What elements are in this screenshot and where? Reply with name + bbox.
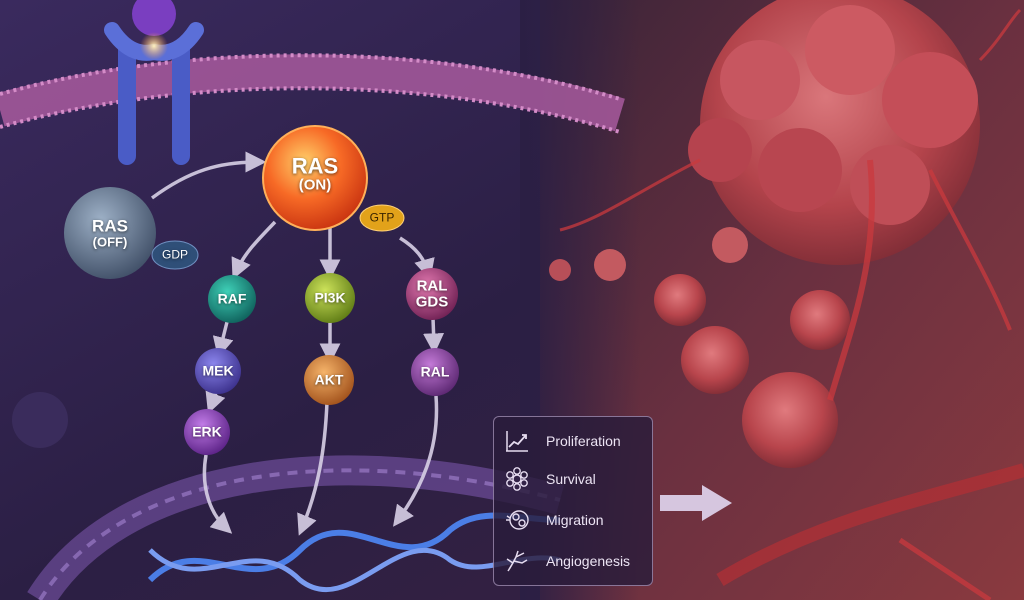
dna-helix bbox=[147, 512, 561, 593]
background-vesicle bbox=[12, 392, 68, 448]
outcome-label: Proliferation bbox=[546, 433, 621, 449]
gtp-label: GTP bbox=[369, 210, 395, 225]
outcome-survival: Survival bbox=[504, 466, 596, 492]
arrow-ralgds-to-ral bbox=[423, 317, 445, 355]
mek-protein bbox=[195, 348, 241, 394]
akt-protein bbox=[304, 355, 354, 405]
blood-vessels bbox=[559, 8, 1024, 600]
outcome-label: Angiogenesis bbox=[546, 553, 631, 569]
cell-cluster-icon bbox=[506, 467, 528, 491]
pi3k-protein bbox=[305, 273, 355, 323]
ralgds-line2: GDS bbox=[415, 293, 449, 310]
arrow-ral-to-dna bbox=[393, 395, 439, 527]
akt-label: AKT bbox=[314, 371, 344, 388]
raf-protein bbox=[208, 275, 256, 323]
ras-off-protein bbox=[64, 187, 156, 279]
ras-on-name: RAS bbox=[291, 153, 339, 179]
ras-off-state: (OFF) bbox=[92, 234, 128, 250]
cell-membrane bbox=[0, 53, 625, 134]
mek-label: MEK bbox=[202, 362, 234, 379]
trend-chart-icon bbox=[506, 431, 528, 452]
outcome-proliferation: Proliferation bbox=[504, 428, 621, 454]
migrating-cells-icon bbox=[506, 510, 529, 530]
arrow-akt-to-dna bbox=[297, 401, 329, 536]
gtp-molecule bbox=[359, 204, 405, 232]
erk-protein bbox=[184, 409, 230, 455]
ralgds-line1: RAL bbox=[416, 277, 448, 295]
ras-off-name: RAS bbox=[92, 216, 128, 236]
outcomes-legend: Proliferation Survival Migration Angioge… bbox=[493, 416, 653, 586]
gdp-molecule bbox=[151, 240, 199, 270]
ralgds-protein bbox=[406, 268, 458, 320]
ral-protein bbox=[411, 348, 459, 396]
erk-label: ERK bbox=[192, 423, 222, 440]
outcome-label: Migration bbox=[546, 512, 604, 528]
ras-on-label: RAS (ON) bbox=[291, 153, 339, 194]
pathway-arrows bbox=[150, 151, 445, 536]
arrow-raf-to-mek bbox=[212, 321, 234, 359]
pi3k-label: PI3K bbox=[314, 289, 346, 306]
nucleus bbox=[27, 455, 564, 600]
receptor-protein bbox=[104, 0, 204, 165]
ras-on-state: (ON) bbox=[298, 176, 332, 194]
raf-label: RAF bbox=[217, 290, 247, 307]
outcome-label: Survival bbox=[546, 471, 596, 487]
outcome-migration: Migration bbox=[504, 507, 604, 533]
ralgds-label: RAL GDS bbox=[416, 278, 449, 310]
migrating-tumor-cells bbox=[549, 227, 850, 468]
arrow-ras-activation bbox=[150, 151, 267, 200]
ras-on-protein bbox=[262, 125, 368, 231]
ral-label: RAL bbox=[420, 363, 450, 380]
gdp-label: GDP bbox=[161, 247, 189, 262]
branching-vessel-icon bbox=[506, 550, 528, 572]
arrow-erk-to-dna bbox=[202, 454, 233, 534]
arrow-ras-to-raf bbox=[231, 220, 277, 280]
tumor-mass bbox=[688, 0, 980, 265]
ras-off-label: RAS (OFF) bbox=[92, 217, 128, 248]
outcome-angiogenesis: Angiogenesis bbox=[504, 548, 630, 574]
